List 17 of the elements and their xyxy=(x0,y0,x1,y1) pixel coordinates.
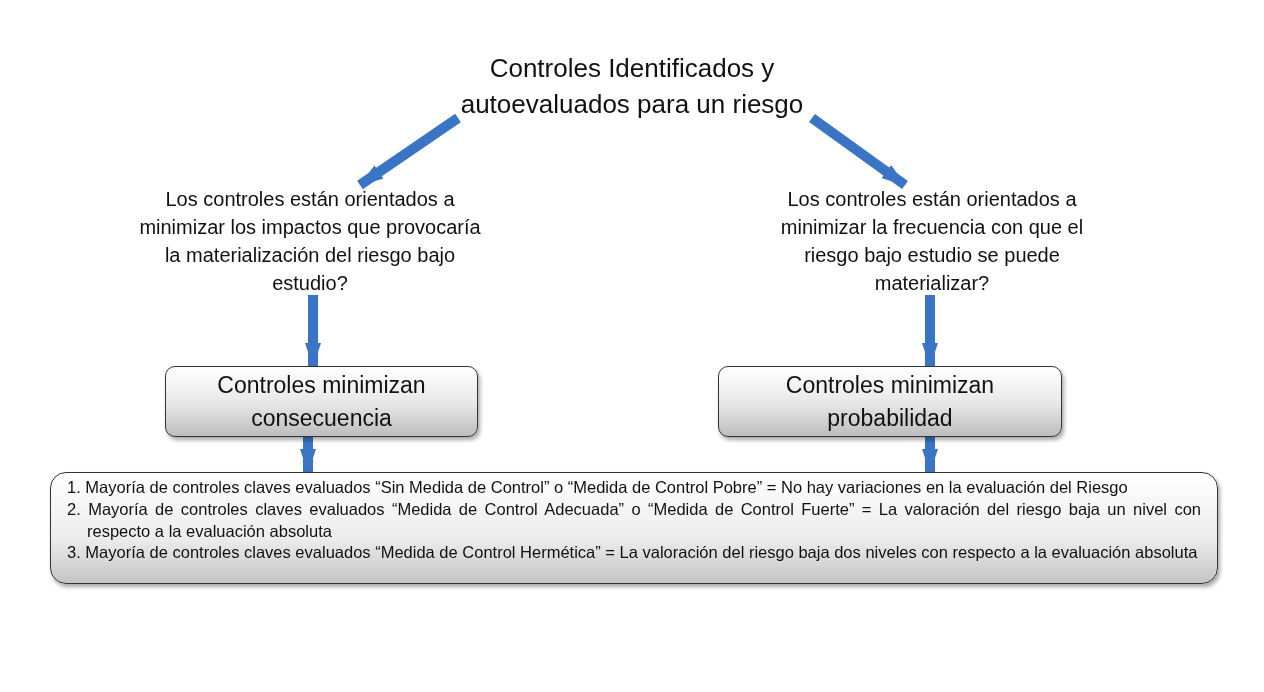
question-text: Los controles están orientados a minimizar la frecuencia con que el riesgo bajo estudio se puede materializar? xyxy=(779,187,1085,296)
box-label: Controles minimizan consecuencia xyxy=(216,371,427,433)
arrow xyxy=(922,295,938,367)
arrow xyxy=(809,113,908,190)
rounded-box xyxy=(165,366,478,437)
arrow xyxy=(922,437,938,473)
title-text: Controles Identificados y autoevaluados para un riesgo xyxy=(459,52,805,122)
arrow xyxy=(300,437,316,473)
list-item: 1. Mayoría de controles claves evaluados “Sin Medida de Control” o “Medida de Control Pobre” = No hay variaciones en la evaluación del Riesgo xyxy=(67,477,1129,498)
box-label: Controles minimizan probabilidad xyxy=(784,371,996,433)
rounded-box xyxy=(718,366,1062,437)
arrow xyxy=(357,113,461,190)
rounded-box xyxy=(50,472,1218,584)
question-text: Los controles están orientados a minimizar los impactos que provocaría la materialización del riesgo bajo estudio? xyxy=(138,187,482,296)
list-item: 2. Mayoría de controles claves evaluados “Medida de Control Adecuada” o “Medida de Control Fuerte” = La valoración del riesgo baja un nivel con respecto a la evaluación absoluta xyxy=(67,498,1201,542)
arrow xyxy=(305,295,321,367)
list-item: 3. Mayoría de controles claves evaluados “Medida de Control Hermética” = La valoración del riesgo baja dos niveles con respecto a la evaluación absoluta xyxy=(67,542,1199,564)
